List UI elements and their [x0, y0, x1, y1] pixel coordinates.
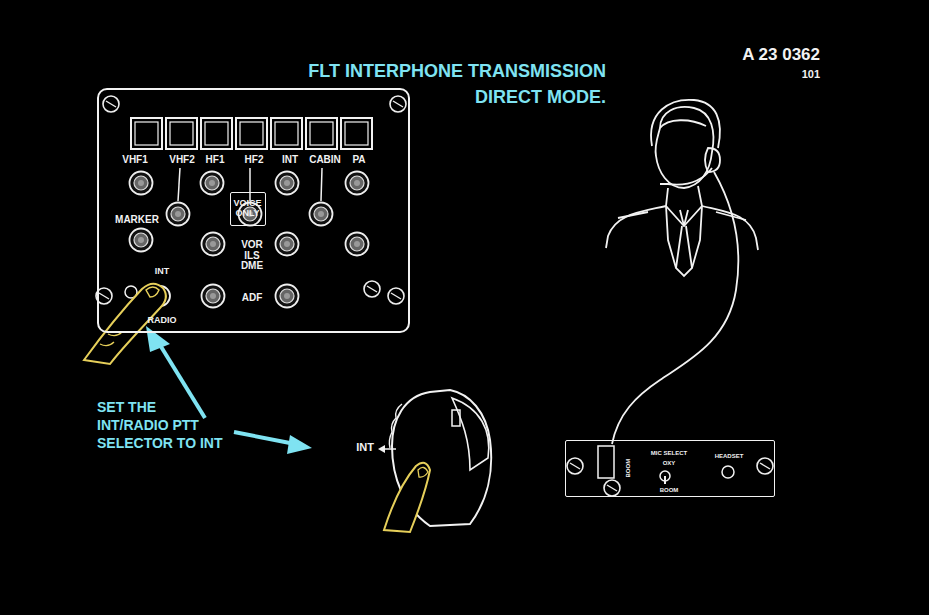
panel-label: INT: [273, 155, 307, 166]
ptt-switch: [452, 410, 460, 426]
selector-key-lens: [345, 122, 368, 145]
headset-jack: [722, 466, 734, 478]
callout-arrow: [160, 345, 205, 418]
selector-key-lens: [170, 122, 193, 145]
headset-band: [651, 100, 720, 148]
panel-label: OXY: [654, 460, 684, 466]
volume-knob: [276, 172, 299, 195]
selector-key: [236, 118, 267, 149]
callout-arrow: [234, 432, 295, 444]
voice-only-key: VOICE ONLY: [230, 192, 266, 226]
panel-label: MIC SELECT: [639, 450, 699, 456]
volume-knob: [201, 172, 224, 195]
key-legend: VOICE ONLY: [231, 193, 264, 224]
panel-screw: [364, 281, 380, 297]
boom-plug: [598, 446, 614, 478]
leader-line: [321, 168, 322, 201]
panel-screw: [567, 458, 583, 474]
mic-toggle-lever: [664, 476, 666, 484]
panel-screw: [604, 480, 620, 496]
volume-knob: [276, 285, 299, 308]
diagram-title: FLT INTERPHONE TRANSMISSION DIRECT MODE.: [258, 58, 606, 110]
audio-control-panel: VOICE ONLYVHF1VHF2HF1HF2INTCABINPAMARKER…: [97, 88, 410, 333]
panel-label: INT: [147, 267, 177, 276]
selector-key: [306, 118, 337, 149]
panel-label: MARKER: [107, 215, 167, 226]
panel-label: RADIO: [142, 316, 182, 325]
thumb-nail: [418, 467, 428, 477]
leader-line: [249, 168, 251, 201]
selector-key-lens: [135, 122, 158, 145]
jack-panel: BOOM MIC SELECT OXY BOOM HEADSET: [565, 440, 775, 497]
volume-knob: [310, 203, 333, 226]
pilot-epaulet: [618, 212, 746, 220]
headset-cord: [612, 172, 738, 444]
leader-line: [178, 168, 180, 201]
panel-screw: [388, 288, 404, 304]
panel-label: ADF: [235, 293, 269, 304]
volume-knob: [202, 285, 225, 308]
boom-mic: [660, 168, 712, 185]
volume-knob: [167, 203, 190, 226]
volume-knob: [346, 172, 369, 195]
selector-key: [166, 118, 197, 149]
panel-label: CABIN: [303, 155, 347, 166]
page-number: 101: [780, 68, 820, 80]
pilot-collar: [666, 186, 702, 226]
selector-key-lens: [275, 122, 298, 145]
pilot-head: [655, 107, 713, 188]
panel-screw: [103, 96, 119, 112]
selector-key: [201, 118, 232, 149]
panel-screw: [390, 96, 406, 112]
mic-face: [452, 398, 489, 470]
switch-label: INT: [340, 441, 374, 453]
volume-knob: [202, 233, 225, 256]
panel-label: BOOM: [625, 448, 631, 488]
selector-key: [341, 118, 372, 149]
drawing-number: A 23 0362: [700, 46, 820, 65]
panel-label: HF2: [237, 155, 271, 166]
panel-screw: [757, 458, 773, 474]
panel-label: VHF2: [162, 155, 202, 166]
selector-key: [131, 118, 162, 149]
callout-arrowhead: [287, 435, 312, 454]
panel-label: PA: [344, 155, 374, 166]
volume-knob: [276, 233, 299, 256]
panel-label: HEADSET: [704, 453, 754, 459]
panel-label: VHF1: [115, 155, 155, 166]
panel-label: BOOM: [654, 487, 684, 493]
pilot-tie: [676, 210, 692, 276]
pilot-lapels: [666, 206, 702, 268]
finger-knuckle: [100, 332, 122, 346]
panel-label: VOR ILS DME: [237, 240, 267, 272]
selector-key-lens: [240, 122, 263, 145]
callout-note: SET THE INT/RADIO PTT SELECTOR TO INT: [97, 398, 225, 453]
mic-grille: [389, 404, 402, 448]
volume-knob: [130, 172, 153, 195]
volume-knob: [130, 229, 153, 252]
selector-key-lens: [310, 122, 333, 145]
selector-key: [271, 118, 302, 149]
callout-arrowhead: [146, 326, 170, 352]
selector-key-lens: [205, 122, 228, 145]
thumb: [384, 463, 430, 532]
pilot-hair: [660, 120, 706, 128]
panel-label: HF1: [198, 155, 232, 166]
finger-nail: [146, 287, 159, 297]
int-arrowhead: [378, 445, 385, 453]
volume-knob: [346, 233, 369, 256]
